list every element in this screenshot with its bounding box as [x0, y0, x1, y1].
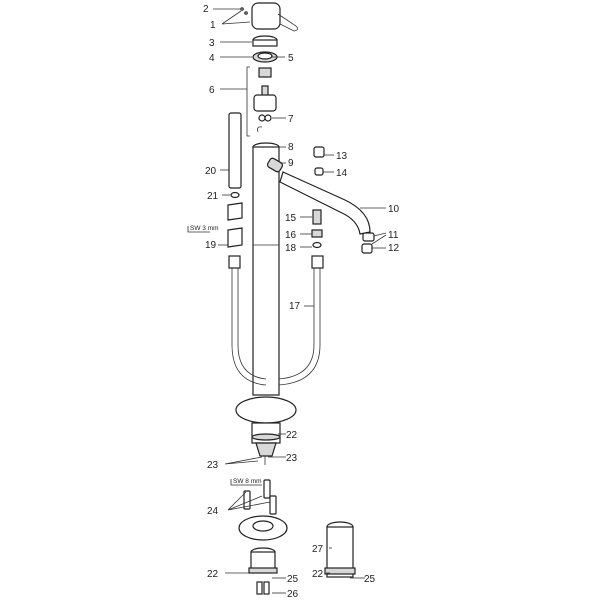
column-part — [252, 142, 280, 396]
label-3: 3 — [209, 38, 215, 49]
hose-part — [228, 255, 324, 386]
cap-ring-body — [252, 39, 278, 47]
label-6: 6 — [209, 85, 215, 96]
label-21: 21 — [207, 191, 219, 202]
holder-upper — [227, 202, 243, 221]
label-5: 5 — [288, 53, 294, 64]
label-22-bottom: 22 — [207, 569, 219, 580]
nut-hole — [257, 52, 273, 60]
tool-note-sw8: SW 8 mm — [233, 478, 262, 485]
oring-18 — [312, 241, 322, 249]
rod-20 — [228, 112, 242, 189]
valve-15 — [312, 209, 322, 225]
label-23-left: 23 — [207, 460, 219, 471]
leader-lines — [187, 8, 387, 594]
label-25: 25 — [287, 574, 299, 585]
connector-22-25 — [248, 547, 278, 595]
label-4: 4 — [209, 53, 215, 64]
cap-14 — [314, 167, 324, 176]
tool-note-sw3: SW 3 mm — [190, 225, 219, 232]
label-12: 12 — [388, 243, 400, 254]
holder-19 — [227, 227, 243, 248]
spout-part — [266, 157, 375, 254]
label-16: 16 — [285, 230, 297, 241]
label-2: 2 — [203, 4, 209, 15]
label-8: 8 — [288, 142, 294, 153]
label-20: 20 — [205, 166, 217, 177]
base-part — [235, 396, 297, 465]
label-11: 11 — [388, 230, 399, 241]
label-22-top: 22 — [286, 430, 298, 441]
label-17: 17 — [289, 301, 301, 312]
label-13: 13 — [336, 151, 348, 162]
extension-27 — [324, 521, 356, 578]
label-26: 26 — [287, 589, 299, 600]
label-25-extension: 25 — [364, 574, 376, 585]
mounting-plate — [238, 515, 288, 541]
cap-13 — [313, 146, 325, 158]
label-19: 19 — [205, 240, 217, 251]
washer-16 — [311, 229, 323, 238]
label-22-extension: 22 — [312, 569, 324, 580]
oring-21 — [230, 191, 240, 199]
cartridge-part — [253, 67, 277, 133]
screws-part — [243, 479, 277, 515]
label-9: 9 — [288, 158, 294, 169]
label-7: 7 — [288, 114, 294, 125]
label-15: 15 — [285, 213, 297, 224]
label-18: 18 — [285, 243, 297, 254]
label-10: 10 — [388, 204, 400, 215]
label-14: 14 — [336, 168, 348, 179]
label-27: 27 — [312, 544, 324, 555]
label-24: 24 — [207, 506, 219, 517]
handle-part — [240, 2, 298, 32]
label-1: 1 — [210, 20, 216, 31]
label-23-right: 23 — [286, 453, 298, 464]
